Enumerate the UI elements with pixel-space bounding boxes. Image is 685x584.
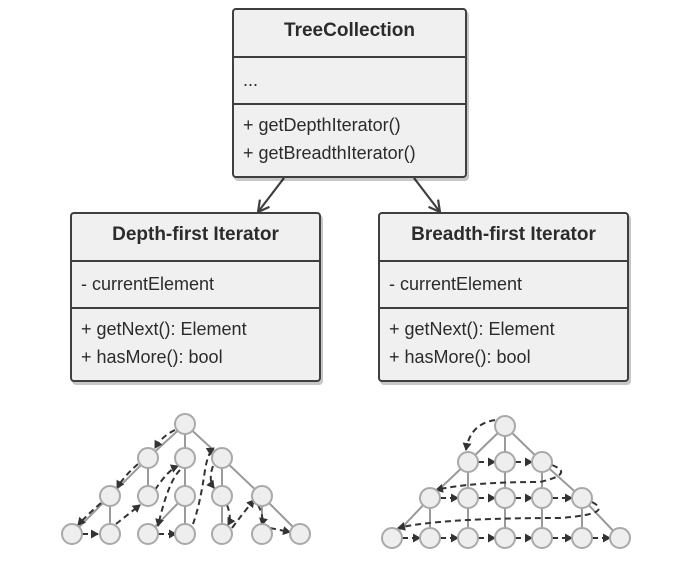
breadth-first-iterator-class: Breadth-first Iterator - currentElement … xyxy=(378,212,629,382)
fields-section: - currentElement xyxy=(72,260,319,307)
field: ... xyxy=(243,70,259,90)
fields-section: ... xyxy=(234,56,465,103)
method: + getBreadthIterator() xyxy=(243,143,416,163)
breadth-first-tree xyxy=(381,415,631,549)
method: + hasMore(): bool xyxy=(81,347,223,367)
method: + getNext(): Element xyxy=(389,319,555,339)
class-name: TreeCollection xyxy=(284,20,415,41)
class-name: Breadth-first Iterator xyxy=(411,224,596,245)
field: - currentElement xyxy=(389,274,523,294)
methods-section: + getNext(): Element + hasMore(): bool xyxy=(72,307,319,371)
class-name: Depth-first Iterator xyxy=(112,224,279,245)
fields-section: - currentElement xyxy=(380,260,627,307)
association-arrow-breadth xyxy=(413,177,440,212)
methods-section: + getDepthIterator() + getBreadthIterato… xyxy=(234,103,465,167)
depth-first-iterator-class: Depth-first Iterator - currentElement + … xyxy=(70,212,321,382)
methods-section: + getNext(): Element + hasMore(): bool xyxy=(380,307,627,371)
method: + getDepthIterator() xyxy=(243,115,401,135)
method: + hasMore(): bool xyxy=(389,347,531,367)
depth-first-tree xyxy=(61,413,311,545)
tree-collection-class: TreeCollection ... + getDepthIterator() … xyxy=(232,8,467,178)
field: - currentElement xyxy=(81,274,215,294)
association-arrow-depth xyxy=(258,177,285,212)
method: + getNext(): Element xyxy=(81,319,247,339)
